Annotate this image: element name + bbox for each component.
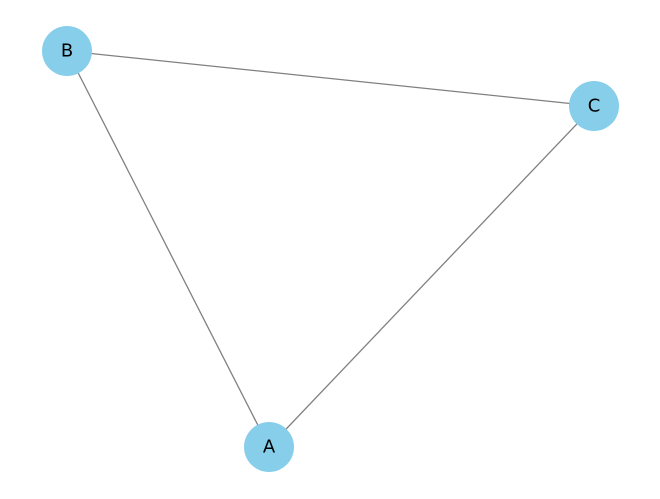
graph-edge-b-a — [66, 50, 270, 448]
node-circle-a[interactable] — [244, 422, 294, 472]
graph-edge-a-c — [268, 105, 595, 448]
graph-node-b[interactable]: B — [42, 26, 92, 76]
nodes-layer: B C A — [42, 26, 619, 472]
node-circle-b[interactable] — [42, 26, 92, 76]
edges-layer — [66, 50, 595, 448]
graph-edge-b-c — [66, 50, 595, 107]
node-label-a: A — [263, 437, 276, 458]
node-label-c: C — [588, 96, 601, 117]
graph-node-a[interactable]: A — [244, 422, 294, 472]
graph-node-c[interactable]: C — [569, 81, 619, 131]
node-label-b: B — [61, 41, 73, 62]
node-circle-c[interactable] — [569, 81, 619, 131]
